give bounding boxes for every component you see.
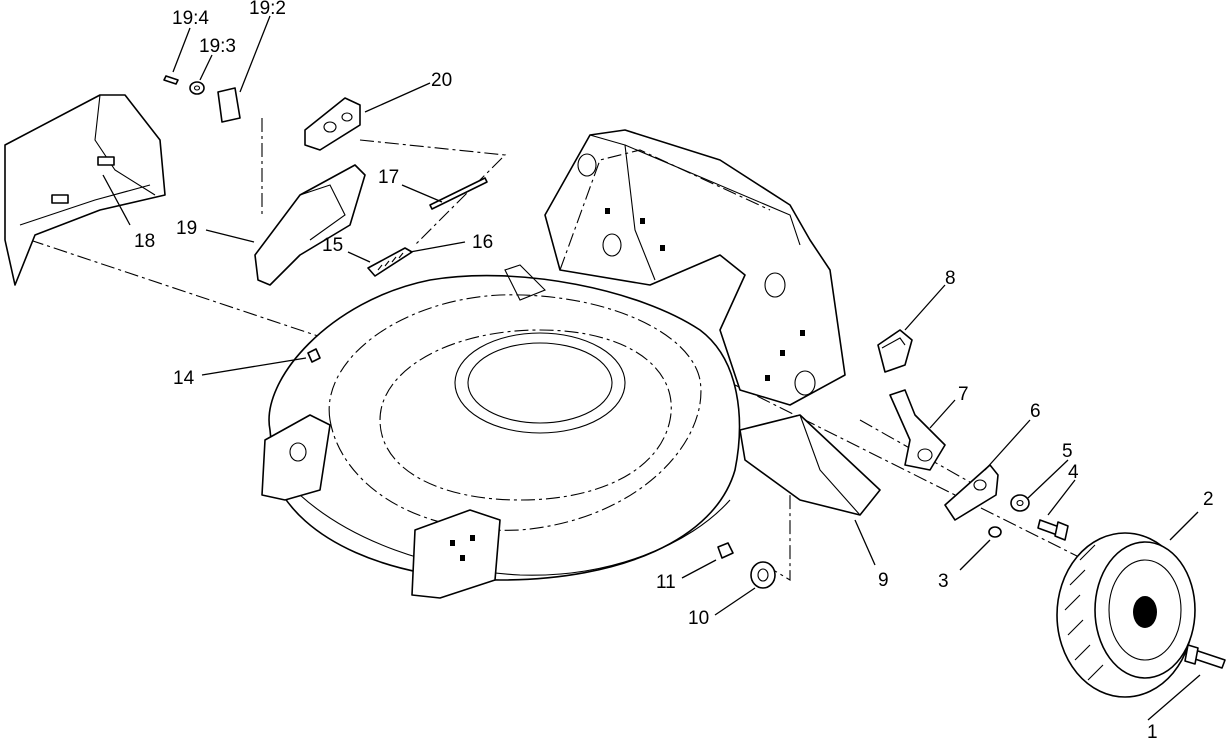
callout-15: 15 — [322, 235, 343, 256]
latch-handle-part — [254, 164, 366, 286]
bushing-10-part — [750, 561, 776, 589]
callout-5: 5 — [1062, 441, 1073, 462]
callout-18: 18 — [134, 231, 155, 252]
callout-4: 4 — [1068, 462, 1079, 483]
callout-labels: 1 2 3 4 5 6 7 8 9 10 11 14 15 16 17 18 1… — [134, 0, 1214, 743]
bolt-4-part — [1037, 519, 1069, 541]
rod-17-part — [429, 177, 488, 210]
callout-16: 16 — [472, 232, 493, 253]
rear-height-adjuster — [411, 509, 501, 599]
washer-19-3-part — [189, 81, 205, 95]
rear-frame-bracket — [544, 129, 846, 406]
discharge-chute — [739, 414, 881, 516]
bracket-6-part — [944, 464, 999, 521]
spring-15-16-part — [367, 247, 413, 277]
washer-5-part — [1010, 494, 1030, 512]
callout-1: 1 — [1147, 722, 1158, 743]
callout-19-2: 19:2 — [249, 0, 286, 19]
callout-19: 19 — [176, 218, 197, 239]
callout-leader-lines — [102, 15, 1201, 721]
bracket-19-2-part — [217, 87, 241, 123]
plate-20-part — [304, 97, 361, 151]
callout-7: 7 — [958, 384, 969, 405]
callout-14: 14 — [173, 368, 195, 389]
callout-19-3: 19:3 — [199, 36, 236, 57]
mower-deck — [268, 264, 741, 581]
callout-10: 10 — [688, 608, 709, 629]
callout-8: 8 — [945, 268, 956, 289]
lever-7-part — [889, 389, 946, 471]
callout-20: 20 — [431, 70, 452, 91]
axle-bolt-1-part — [1184, 644, 1226, 669]
callout-11: 11 — [656, 572, 676, 593]
callout-3: 3 — [938, 571, 949, 592]
washer-3-part — [988, 526, 1002, 538]
callout-9: 9 — [878, 570, 889, 591]
callout-19-4: 19:4 — [172, 8, 209, 29]
front-height-adjuster — [261, 414, 331, 501]
wheel-2-part — [1056, 532, 1196, 698]
callout-2: 2 — [1203, 489, 1214, 510]
screw-19-4-part — [163, 75, 179, 85]
nut-11-part — [717, 542, 734, 559]
rear-flap-part — [4, 94, 166, 286]
callout-17: 17 — [378, 167, 399, 188]
knob-8-part — [877, 329, 913, 373]
nut-14-part — [307, 348, 321, 363]
callout-6: 6 — [1030, 401, 1041, 422]
